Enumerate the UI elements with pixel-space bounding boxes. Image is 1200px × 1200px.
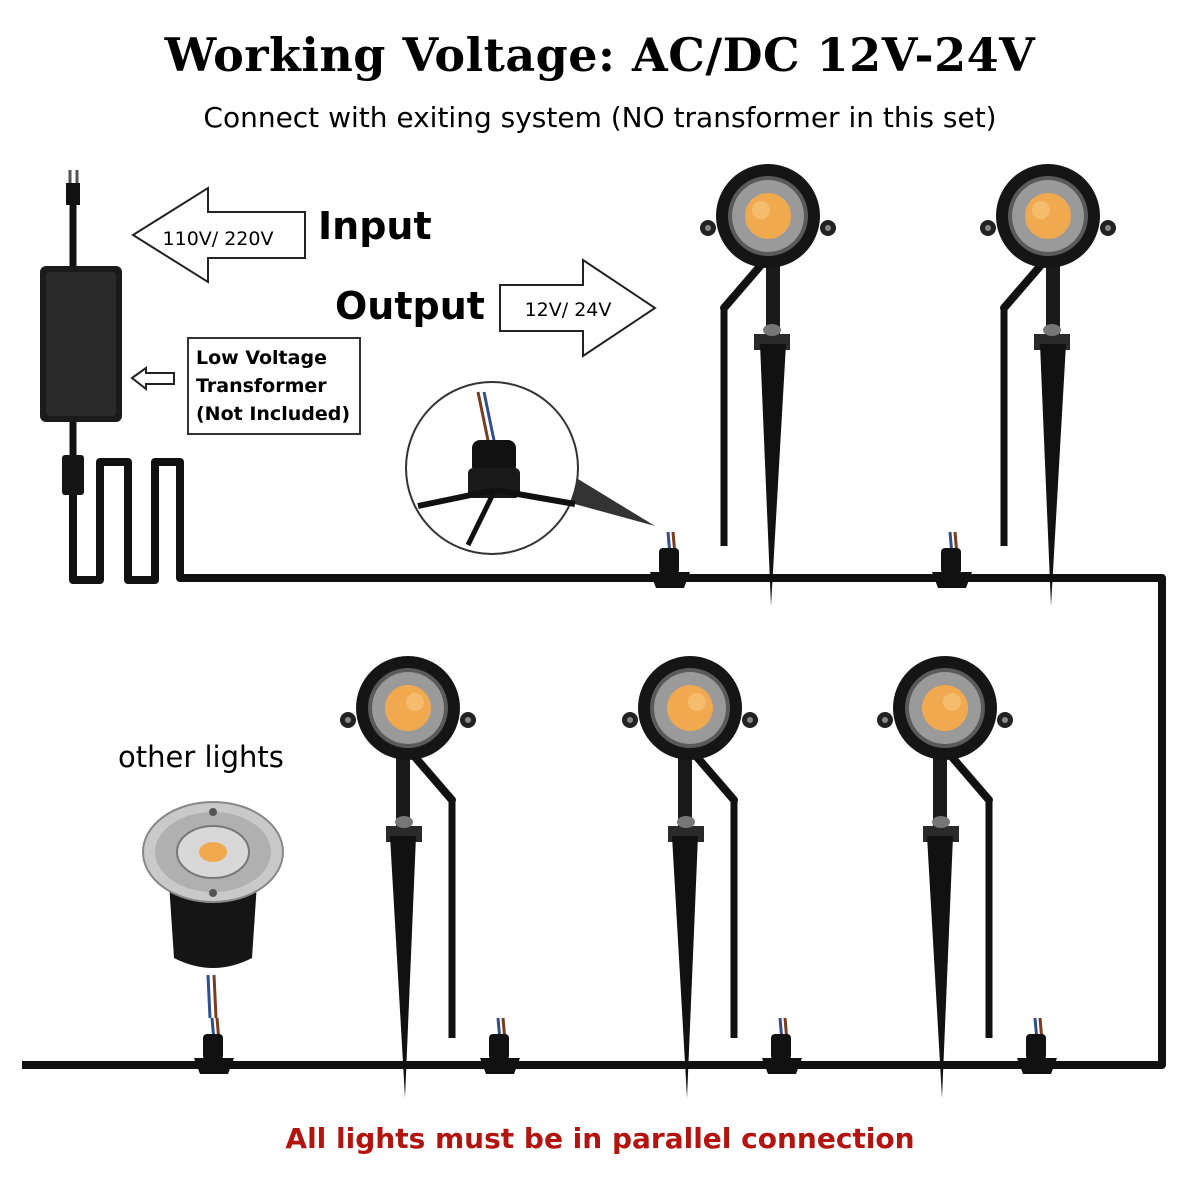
input-voltage: 110V/ 220V [163, 228, 274, 250]
in-ground-light [142, 801, 284, 1076]
parallel-connection-caption: All lights must be in parallel connectio… [285, 1122, 915, 1155]
spotlight-top-2 [930, 164, 1116, 606]
transformer-line-2: Transformer [196, 375, 327, 397]
spotlight-top-1 [648, 164, 836, 606]
output-label: Output [335, 284, 485, 328]
spotlight-bottom-2 [622, 656, 804, 1098]
transformer-adapter [40, 170, 122, 495]
transformer-line-1: Low Voltage [196, 347, 327, 369]
input-label: Input [318, 204, 432, 248]
input-arrow: 110V/ 220V [131, 186, 306, 284]
diagram-title: Working Voltage: AC/DC 12V-24V [164, 28, 1036, 82]
spotlight-bottom-3 [877, 656, 1059, 1098]
spotlight-bottom-1 [340, 656, 522, 1098]
transformer-pointer-arrow [130, 366, 175, 392]
output-voltage: 12V/ 24V [525, 299, 612, 321]
transformer-line-3: (Not Included) [196, 403, 350, 425]
transformer-label-box: Low Voltage Transformer (Not Included) [187, 337, 361, 435]
power-cable [22, 458, 1166, 1069]
output-arrow: 12V/ 24V [499, 258, 657, 358]
diagram-subtitle: Connect with exiting system (NO transfor… [203, 101, 997, 134]
connector-callout [405, 381, 655, 555]
other-lights-label: other lights [118, 740, 284, 774]
